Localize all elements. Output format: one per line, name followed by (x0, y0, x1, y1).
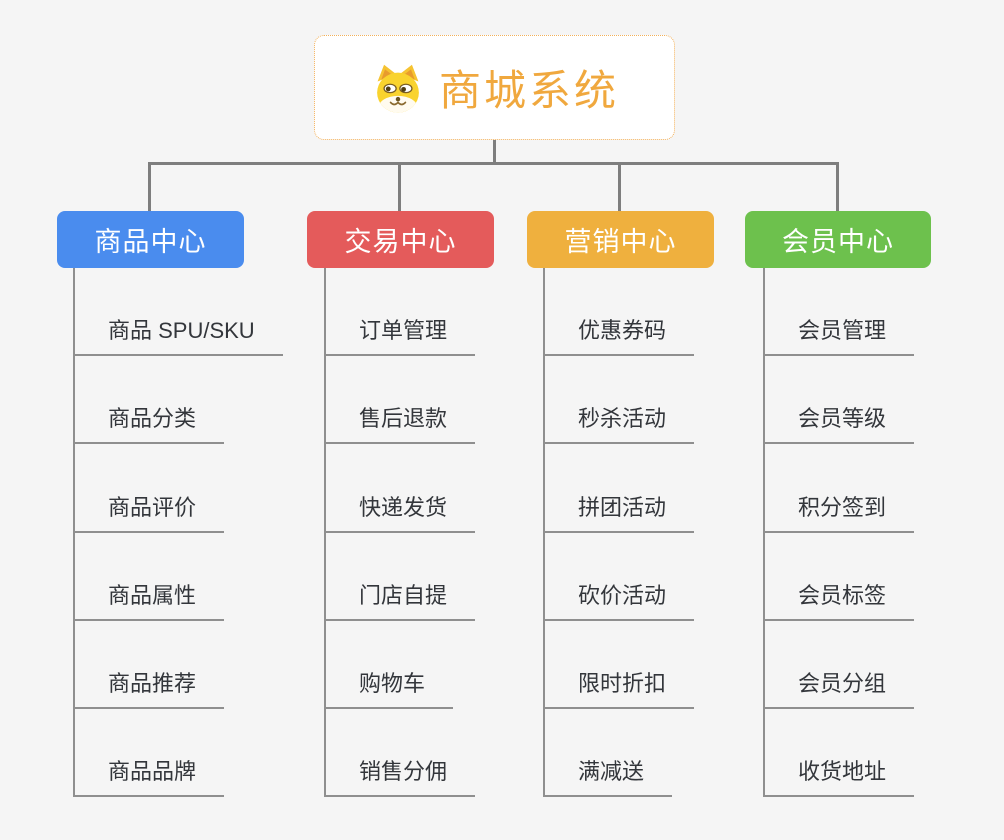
branch-header-trade-center[interactable]: 交易中心 (307, 211, 494, 268)
root-title: 商城系统 (438, 67, 619, 114)
leaf-item-trade-center-2: 快递发货 (326, 444, 476, 533)
leaf-item-product-center-3: 商品属性 (75, 533, 283, 621)
leaf-item-trade-center-0: 订单管理 (326, 268, 476, 357)
connector-drop-product-center (148, 162, 151, 211)
leaf-label[interactable]: 满减送 (545, 754, 673, 798)
dog-face-icon (370, 62, 426, 114)
leaf-item-trade-center-5: 销售分佣 (326, 709, 476, 798)
connector-drop-marketing-center (618, 162, 621, 211)
leaf-label[interactable]: 拼团活动 (545, 490, 695, 533)
leaf-item-marketing-center-5: 满减送 (545, 709, 694, 798)
branch-children-member-center: 会员管理会员等级积分签到会员标签会员分组收货地址 (763, 268, 915, 798)
branch-label: 交易中心 (344, 227, 457, 257)
connector-drop-trade-center (398, 162, 401, 211)
leaf-item-marketing-center-0: 优惠券码 (545, 268, 695, 357)
leaf-item-marketing-center-2: 拼团活动 (545, 444, 695, 533)
leaf-item-member-center-3: 会员标签 (765, 533, 915, 621)
leaf-item-member-center-0: 会员管理 (765, 268, 915, 357)
connector-root-drop (493, 140, 496, 164)
leaf-label[interactable]: 商品分类 (75, 401, 225, 445)
leaf-item-product-center-4: 商品推荐 (75, 621, 283, 709)
leaf-label[interactable]: 门店自提 (326, 578, 476, 621)
leaf-item-member-center-1: 会员等级 (765, 356, 915, 445)
leaf-item-product-center-5: 商品品牌 (75, 709, 283, 798)
leaf-label[interactable]: 秒杀活动 (545, 401, 695, 445)
leaf-label[interactable]: 商品属性 (75, 578, 225, 621)
leaf-item-marketing-center-1: 秒杀活动 (545, 356, 695, 445)
branch-label: 营销中心 (564, 227, 677, 257)
leaf-item-member-center-4: 会员分组 (765, 621, 915, 709)
leaf-label[interactable]: 会员等级 (765, 401, 915, 445)
leaf-label[interactable]: 优惠券码 (545, 313, 695, 357)
leaf-item-product-center-1: 商品分类 (75, 356, 283, 445)
leaf-label[interactable]: 会员分组 (765, 666, 915, 709)
leaf-label[interactable]: 商品品牌 (75, 754, 225, 798)
leaf-item-product-center-0: 商品 SPU/SKU (75, 268, 283, 357)
branch-label: 会员中心 (782, 227, 894, 257)
leaf-label[interactable]: 商品推荐 (75, 666, 225, 709)
leaf-label[interactable]: 销售分佣 (326, 754, 476, 798)
leaf-label[interactable]: 商品 SPU/SKU (75, 313, 283, 357)
branch-children-trade-center: 订单管理售后退款快递发货门店自提购物车销售分佣 (324, 268, 476, 798)
leaf-label[interactable]: 订单管理 (326, 313, 476, 357)
branch-header-member-center[interactable]: 会员中心 (745, 211, 931, 268)
connector-drop-member-center (836, 162, 839, 211)
leaf-item-marketing-center-4: 限时折扣 (545, 621, 695, 709)
leaf-item-member-center-5: 收货地址 (765, 709, 915, 798)
branch-label: 商品中心 (94, 227, 207, 257)
leaf-item-trade-center-4: 购物车 (326, 621, 475, 709)
leaf-label[interactable]: 快递发货 (326, 490, 476, 533)
leaf-label[interactable]: 限时折扣 (545, 666, 695, 709)
leaf-item-member-center-2: 积分签到 (765, 444, 915, 533)
leaf-label[interactable]: 积分签到 (765, 490, 915, 533)
leaf-item-product-center-2: 商品评价 (75, 444, 283, 533)
connector-bus (148, 162, 839, 165)
branch-children-marketing-center: 优惠券码秒杀活动拼团活动砍价活动限时折扣满减送 (543, 268, 695, 798)
leaf-label[interactable]: 商品评价 (75, 490, 225, 533)
root-node[interactable]: 商城系统 (314, 35, 675, 140)
leaf-item-trade-center-1: 售后退款 (326, 356, 476, 445)
leaf-label[interactable]: 会员标签 (765, 578, 915, 621)
leaf-item-trade-center-3: 门店自提 (326, 533, 476, 621)
branch-header-product-center[interactable]: 商品中心 (57, 211, 244, 268)
leaf-label[interactable]: 售后退款 (326, 401, 476, 445)
branch-children-product-center: 商品 SPU/SKU 商品分类商品评价商品属性商品推荐商品品牌 (73, 268, 283, 798)
leaf-item-marketing-center-3: 砍价活动 (545, 533, 695, 621)
branch-header-marketing-center[interactable]: 营销中心 (527, 211, 714, 268)
leaf-label[interactable]: 购物车 (326, 666, 454, 709)
leaf-label[interactable]: 砍价活动 (545, 578, 695, 621)
leaf-label[interactable]: 会员管理 (765, 313, 915, 357)
leaf-label[interactable]: 收货地址 (765, 754, 915, 798)
